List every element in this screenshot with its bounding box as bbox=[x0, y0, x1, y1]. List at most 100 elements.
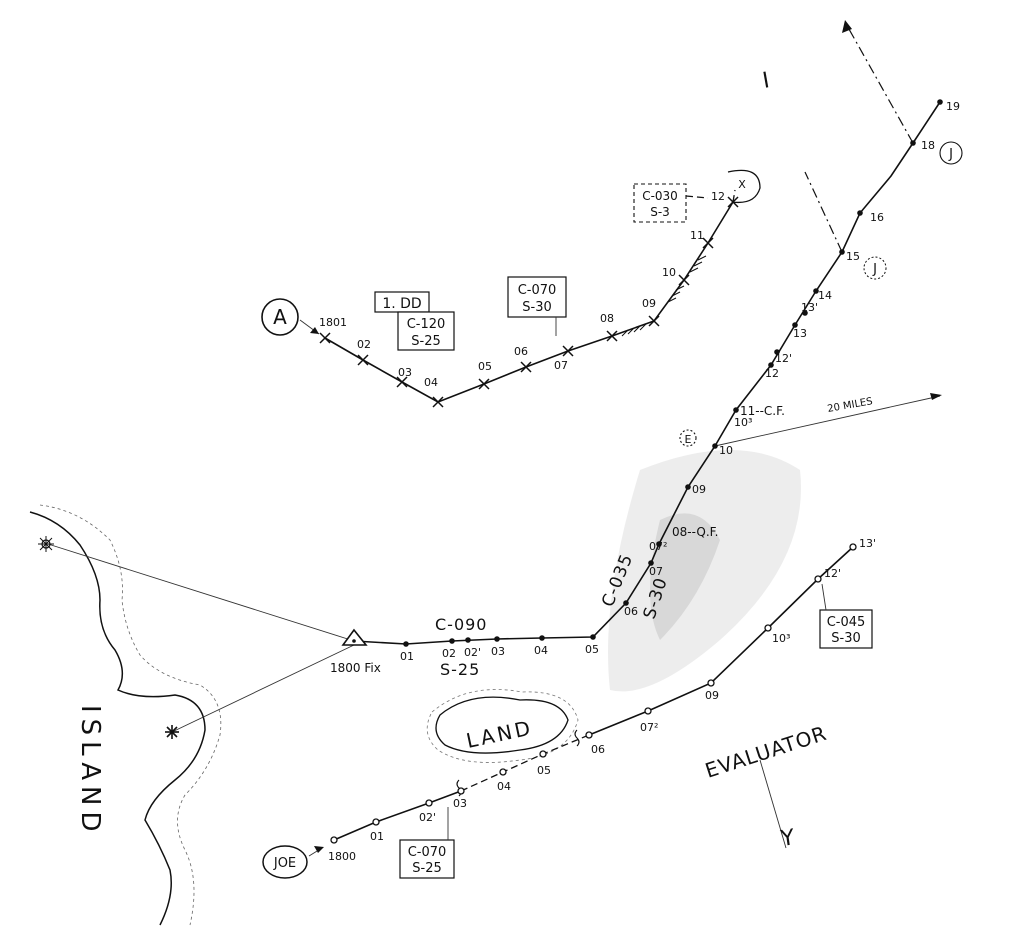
evaluator-time-label: 16 bbox=[870, 211, 884, 224]
joe-fix: 03 bbox=[453, 787, 467, 810]
evaluator-fix: 07 bbox=[648, 560, 663, 578]
svg-text:S-3: S-3 bbox=[650, 205, 670, 219]
svg-text:C-120: C-120 bbox=[407, 317, 446, 332]
joe-fix: 06 bbox=[585, 731, 605, 756]
marker-y: Y bbox=[778, 825, 796, 852]
joe-fix: 1800 bbox=[328, 836, 356, 863]
svg-text:C-045: C-045 bbox=[827, 615, 866, 630]
svg-text:J: J bbox=[948, 147, 953, 162]
evaluator-time-label: 05 bbox=[585, 643, 599, 656]
island-coastline: ISLAND bbox=[29, 504, 222, 926]
joe-fix: 13' bbox=[849, 537, 876, 551]
evaluator-fix: 03 bbox=[491, 636, 505, 658]
joe-time-label: 1800 bbox=[328, 850, 356, 863]
contact-j-upper: J bbox=[939, 141, 963, 165]
evaluator-time-label: 07² bbox=[649, 540, 667, 553]
svg-text:C-030: C-030 bbox=[642, 189, 678, 203]
evaluator-fix: 18 bbox=[910, 139, 935, 152]
evaluator-fix: 13 bbox=[792, 322, 807, 340]
evaluator-time-label: 15 bbox=[846, 250, 860, 263]
track-a-fix: 03 bbox=[396, 366, 412, 388]
track-a-time-label: 02 bbox=[357, 338, 371, 351]
evaluator-fix: 10 bbox=[712, 443, 733, 457]
evaluator-time-label: 10³ bbox=[734, 416, 752, 429]
evaluator-time-label: 12 bbox=[765, 367, 779, 380]
evaluator-fix: 12 bbox=[765, 362, 779, 380]
joe-time-label: 07² bbox=[640, 721, 658, 734]
joe-fix: 05 bbox=[537, 750, 551, 777]
contact-x-label: X bbox=[738, 178, 746, 191]
evaluator-fix: 02' bbox=[464, 637, 481, 659]
track-a-time-label: 03 bbox=[398, 366, 412, 379]
joe-time-label: 06 bbox=[591, 743, 605, 756]
evaluator-fix: 12' bbox=[774, 349, 792, 365]
evaluator-fix: 05 bbox=[585, 634, 599, 656]
track-a-time-label: 10 bbox=[662, 266, 676, 279]
fix-1800-label: 1800 Fix bbox=[330, 661, 381, 675]
box-c120: C-120 S-25 bbox=[397, 311, 455, 351]
box-c070-a: C-070 S-30 bbox=[507, 276, 567, 336]
joe-time-label: 13' bbox=[859, 537, 876, 550]
evaluator-fix: 15 bbox=[839, 249, 860, 263]
cf-label: 11--C.F. bbox=[740, 404, 785, 418]
svg-text:S-25: S-25 bbox=[412, 861, 442, 876]
land-label: LAND bbox=[464, 715, 535, 753]
track-a-time-label: 11 bbox=[690, 229, 704, 242]
evaluator-time-label: 12' bbox=[775, 352, 792, 365]
svg-text:C-070: C-070 bbox=[408, 845, 447, 860]
box-c045: C-045 S-30 bbox=[819, 583, 873, 649]
course-c090-label: C-090 bbox=[435, 615, 487, 634]
joe-fix: 12' bbox=[814, 567, 841, 583]
svg-text:S-25: S-25 bbox=[411, 334, 441, 349]
joe-time-label: 02' bbox=[419, 811, 436, 824]
evaluator-time-label: 19 bbox=[946, 100, 960, 113]
joe-time-label: 09 bbox=[705, 689, 719, 702]
track-a-fix: 09 bbox=[642, 297, 660, 327]
track-a-time-label: 07 bbox=[554, 359, 568, 372]
evaluator-time-label: 01 bbox=[400, 650, 414, 663]
evaluator-label: EVALUATOR bbox=[702, 721, 830, 783]
speed-s25-label: S-25 bbox=[440, 660, 480, 679]
fix-bearing-lines bbox=[38, 536, 355, 739]
evaluator-time-label: 04 bbox=[534, 644, 548, 657]
box-c070-joe: C-070 S-25 bbox=[399, 807, 455, 879]
track-a-time-label: 06 bbox=[514, 345, 528, 358]
box-1dd: 1. DD bbox=[374, 291, 430, 313]
joe-fix: 02' bbox=[419, 799, 436, 824]
evaluator-fix: 02 bbox=[442, 638, 456, 660]
track-a-time-label: 05 bbox=[478, 360, 492, 373]
svg-text:1. DD: 1. DD bbox=[382, 296, 421, 312]
evaluator-fix: 01 bbox=[400, 641, 414, 663]
track-a-fix: 02 bbox=[357, 338, 371, 366]
track-a-fix: 1801 bbox=[319, 316, 347, 344]
evaluator-time-label: 18 bbox=[921, 139, 935, 152]
track-a: 1801 02 03 04 05 06 07 08 09 10 11 12 A X bbox=[261, 169, 761, 408]
evaluator-fix: 19 bbox=[937, 99, 960, 113]
evaluator-fix: 07² bbox=[649, 540, 667, 553]
joe-time-label: 03 bbox=[453, 797, 467, 810]
sun-landmark-icon bbox=[38, 536, 54, 552]
fix-triangle-icon bbox=[341, 628, 368, 646]
evaluator-fix: 13' bbox=[801, 301, 818, 316]
joe-time-label: 01 bbox=[370, 830, 384, 843]
joe-fix: 09 bbox=[705, 679, 719, 702]
track-a-fix: 08 bbox=[600, 312, 618, 342]
track-a-time-label: 09 bbox=[642, 297, 656, 310]
joe-time-label: 04 bbox=[497, 780, 511, 793]
track-a-fix: 11 bbox=[690, 229, 714, 249]
track-a-time-label: 12 bbox=[711, 190, 725, 203]
evaluator-time-label: 10 bbox=[719, 444, 733, 457]
evaluator-fix: 06 bbox=[623, 600, 638, 618]
joe-time-label: 10³ bbox=[772, 632, 790, 645]
evaluator-time-label: 02 bbox=[442, 647, 456, 660]
svg-text:C-070: C-070 bbox=[518, 283, 557, 298]
marker-e: E bbox=[679, 429, 697, 447]
track-a-time-label: 1801 bbox=[319, 316, 347, 329]
evaluator-time-label: 13 bbox=[793, 327, 807, 340]
evaluator-fix: 04 bbox=[534, 635, 548, 657]
track-a-fix: 04 bbox=[424, 376, 444, 408]
contact-a-label: A bbox=[273, 305, 287, 329]
track-a-time-label: 04 bbox=[424, 376, 438, 389]
